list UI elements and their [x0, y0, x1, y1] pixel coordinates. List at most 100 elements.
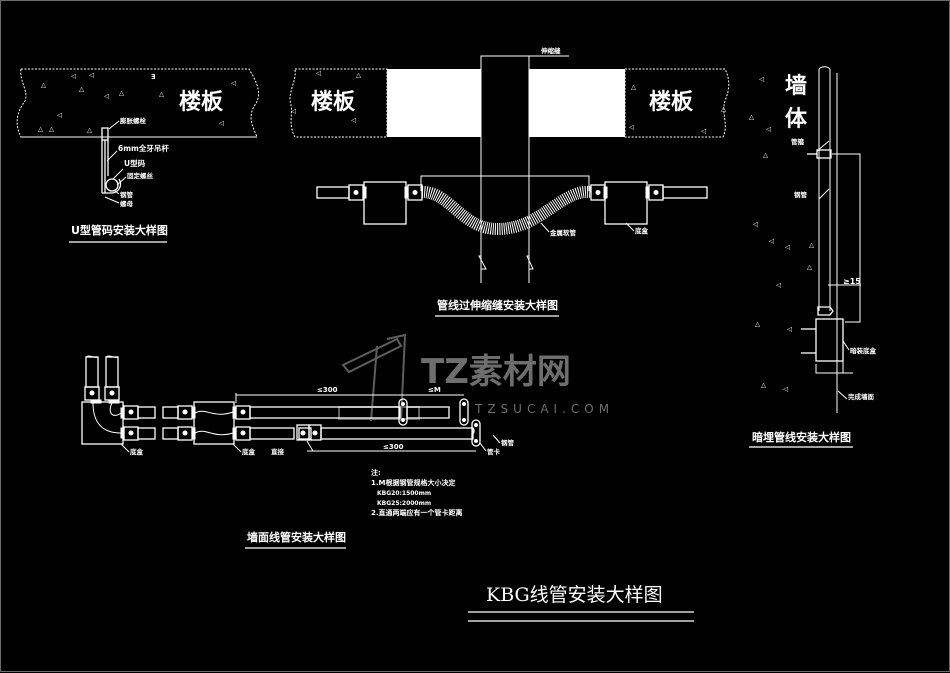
dim-min-15: ≥15 [843, 277, 861, 286]
svg-text:◁: ◁ [629, 123, 634, 131]
svg-text:△: △ [763, 151, 768, 159]
svg-text:∃: ∃ [151, 73, 155, 81]
dim-m: ≤M [428, 386, 441, 394]
svg-text:◁: ◁ [351, 116, 356, 124]
svg-text:KBG25:2000mm: KBG25:2000mm [377, 500, 431, 507]
wall-surface-detail: 底盒 底盒 直接 [81, 355, 515, 549]
junction-box-middle [193, 401, 235, 445]
svg-text:◁: ◁ [776, 281, 781, 289]
joint-label: 伸缩缝 [540, 46, 561, 55]
steel-pipe [105, 178, 119, 192]
svg-text:△: △ [631, 83, 636, 91]
wall-label-1: 墙 [785, 74, 807, 99]
u-clamp-callouts: 膨胀螺栓 6mm全牙吊杆 U型码 固定螺丝 钢管 螺母 [104, 116, 169, 208]
svg-text:底盒: 底盒 [635, 226, 649, 235]
slab-gap-fill-right [529, 69, 625, 137]
svg-text:△: △ [79, 85, 84, 93]
svg-text:注:: 注: [371, 468, 381, 477]
dim-300-top: ≤300 [317, 386, 338, 394]
svg-text:◁: ◁ [316, 69, 321, 77]
svg-text:△: △ [755, 320, 760, 328]
slab-left-label: 楼板 [311, 90, 356, 115]
svg-text:◁: ◁ [219, 119, 224, 127]
main-title: KBG线管安装大样图 [486, 584, 663, 606]
slab-aggregate: ◁◁ △△ ◁△ ◁△ △△ ∃△ ◁◁ [38, 71, 236, 134]
svg-text:2.直通两端应有一个管卡距离: 2.直通两端应有一个管卡距离 [371, 508, 463, 517]
svg-text:△: △ [809, 241, 814, 249]
svg-text:膨胀螺栓: 膨胀螺栓 [119, 116, 147, 125]
svg-text:◁: ◁ [766, 125, 771, 133]
svg-text:◁: ◁ [104, 92, 109, 100]
slab-right-label: 楼板 [649, 90, 694, 115]
concealed-conduit-detail: ◁△ ◁△ ◁◁ ◁△ △◁ △◁ △◁ 墙 体 管箍 钢管 ≥15 [749, 66, 877, 448]
expansion-joint-detail: 伸缩缝 楼板 ◁ △ ◁ ◁ 楼板 △ △ ◁ ◁ 金属软管 [289, 46, 730, 317]
svg-text:◁: ◁ [231, 79, 236, 87]
svg-text:△: △ [761, 381, 766, 389]
svg-text:△: △ [87, 126, 92, 134]
svg-text:固定螺丝: 固定螺丝 [127, 171, 154, 180]
svg-text:◁: ◁ [291, 107, 296, 115]
svg-text:◁: ◁ [783, 385, 788, 393]
dim-300-bottom: ≤300 [383, 443, 404, 451]
u-clamp-detail: ◁◁ △△ ◁△ ◁△ △△ ∃△ ◁◁ 楼板 膨胀螺栓 6mm全牙吊杆 U型码… [16, 68, 259, 243]
watermark-brand: TZ素材网 [421, 352, 571, 392]
watermark: TZ素材网 TZSUCAI.COM [338, 333, 614, 422]
svg-text:管箍: 管箍 [791, 137, 805, 146]
svg-text:1.M根据钢管规格大小决定: 1.M根据钢管规格大小决定 [371, 478, 456, 487]
svg-text:△: △ [38, 125, 43, 133]
svg-text:◁: ◁ [89, 71, 94, 79]
svg-text:△: △ [119, 89, 124, 97]
main-title-block: KBG线管安装大样图 [468, 584, 694, 622]
svg-text:KBG20:1500mm: KBG20:1500mm [377, 490, 431, 497]
notes: 注: 1.M根据钢管规格大小决定 KBG20:1500mm KBG25:2000… [371, 468, 463, 517]
slab-outline [16, 68, 259, 138]
pipe-clip [471, 419, 481, 447]
svg-text:U型码: U型码 [124, 158, 146, 168]
svg-text:◁: ◁ [787, 325, 792, 333]
corner-box [81, 401, 124, 445]
expansion-joint-title: 管线过伸缩缝安装大样图 [437, 298, 558, 312]
svg-text:△: △ [41, 81, 46, 89]
junction-box-left [363, 181, 407, 225]
svg-text:暗装底盒: 暗装底盒 [850, 346, 877, 355]
concealed-title: 暗埋管线安装大样图 [752, 430, 851, 444]
svg-text:△: △ [807, 263, 812, 271]
svg-text:△: △ [356, 71, 361, 79]
svg-text:螺母: 螺母 [120, 199, 134, 208]
svg-text:钢管: 钢管 [501, 438, 515, 447]
svg-text:△: △ [749, 113, 754, 121]
flexible-metal-conduit [421, 185, 592, 236]
svg-text:钢管: 钢管 [120, 190, 134, 199]
svg-text:△: △ [49, 125, 54, 133]
svg-text:△: △ [159, 90, 164, 98]
svg-text:△: △ [721, 105, 726, 113]
svg-text:◁: ◁ [753, 220, 758, 228]
u-clamp [102, 178, 122, 194]
junction-box-right [604, 181, 648, 225]
svg-text:◁: ◁ [71, 72, 76, 80]
pipe-clip [459, 398, 469, 426]
svg-text:管卡: 管卡 [487, 447, 501, 456]
svg-text:底盒: 底盒 [242, 447, 256, 456]
wall-label-2: 体 [785, 107, 808, 132]
slab-gap-fill-left [387, 69, 481, 137]
pipe-clip [398, 398, 408, 426]
svg-text:◁: ◁ [701, 127, 706, 135]
svg-text:金属软管: 金属软管 [549, 228, 577, 237]
svg-text:6mm全牙吊杆: 6mm全牙吊杆 [118, 143, 169, 153]
svg-text:底盒: 底盒 [130, 447, 144, 456]
svg-text:◁: ◁ [785, 243, 790, 251]
svg-text:◁: ◁ [769, 237, 774, 245]
expansion-bolt [101, 127, 109, 141]
svg-text:完成墙面: 完成墙面 [848, 392, 875, 401]
watermark-url: TZSUCAI.COM [474, 402, 614, 416]
svg-text:直接: 直接 [271, 447, 285, 456]
svg-text:钢管: 钢管 [794, 190, 808, 199]
wall-surface-title: 墙面线管安装大样图 [247, 530, 346, 544]
slab-label: 楼板 [179, 90, 224, 115]
concealed-box [815, 318, 844, 362]
u-clamp-title: U型管码安装大样图 [71, 223, 168, 237]
svg-text:◁: ◁ [57, 111, 62, 119]
